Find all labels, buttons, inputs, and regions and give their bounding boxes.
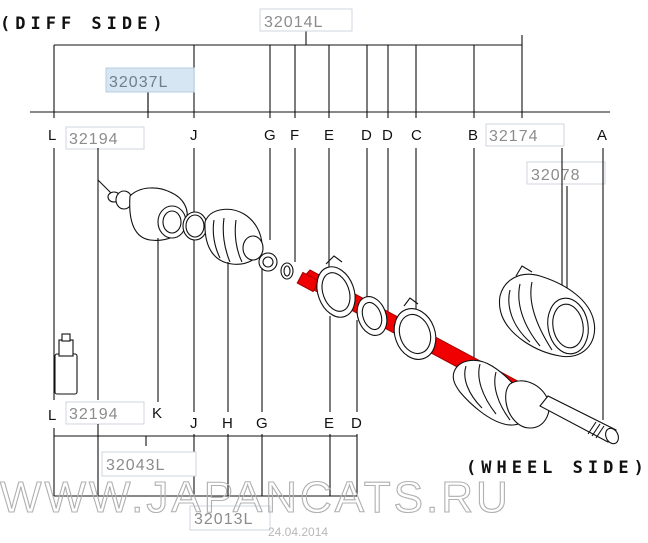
diff-side-header: (DIFF SIDE) bbox=[0, 14, 168, 34]
letter-G-top: G bbox=[264, 127, 276, 144]
boot-clamps bbox=[316, 255, 437, 360]
bottom-bracket-lines bbox=[53, 424, 358, 497]
top-letters: L J G F E D D C B A bbox=[48, 127, 607, 144]
grease-bottle-icon bbox=[54, 333, 78, 395]
letter-D-bottom: D bbox=[351, 415, 362, 432]
part-number-32174[interactable]: 32174 bbox=[489, 128, 539, 145]
boot-kit bbox=[498, 265, 596, 358]
bottom-letters: L K J H G E D bbox=[48, 405, 362, 432]
letter-G-bottom: G bbox=[256, 415, 268, 432]
letter-L-bottom: L bbox=[48, 407, 56, 424]
part-number-32078[interactable]: 32078 bbox=[531, 167, 581, 184]
letter-A-top: A bbox=[597, 127, 607, 144]
watermark-date: 24.04.2014 bbox=[268, 525, 328, 539]
part-number-32194-upper[interactable]: 32194 bbox=[69, 131, 119, 148]
part-number-32014L[interactable]: 32014L bbox=[264, 14, 323, 31]
highlighted-part-box bbox=[105, 67, 195, 93]
letter-J-bottom: J bbox=[190, 415, 198, 432]
letter-E-bottom: E bbox=[324, 415, 334, 432]
letter-E-top: E bbox=[324, 127, 334, 144]
part-number-32013L[interactable]: 32013L bbox=[194, 511, 253, 528]
wheel-side-header: (WHEEL SIDE) bbox=[466, 458, 648, 478]
letter-J-top: J bbox=[190, 127, 198, 144]
letter-D2-top: D bbox=[382, 127, 393, 144]
letter-K-bottom: K bbox=[152, 405, 162, 422]
outer-joint bbox=[505, 380, 619, 445]
letter-L-top: L bbox=[48, 127, 56, 144]
letter-F-top: F bbox=[290, 127, 299, 144]
letter-B-top: B bbox=[468, 127, 478, 144]
leader-lines-top bbox=[53, 148, 604, 420]
part-number-32037L[interactable]: 32037L bbox=[109, 74, 168, 91]
part-number-32043L[interactable]: 32043L bbox=[106, 457, 165, 474]
letter-C-top: C bbox=[411, 127, 422, 144]
part-number-32194-lower[interactable]: 32194 bbox=[69, 406, 119, 423]
leader-lines-bottom bbox=[157, 238, 358, 412]
watermark-text: WWW.JAPANCATS.RU bbox=[0, 473, 511, 522]
inner-joint-parts bbox=[107, 187, 294, 280]
letter-D1-top: D bbox=[361, 127, 372, 144]
letter-H-bottom: H bbox=[222, 415, 233, 432]
